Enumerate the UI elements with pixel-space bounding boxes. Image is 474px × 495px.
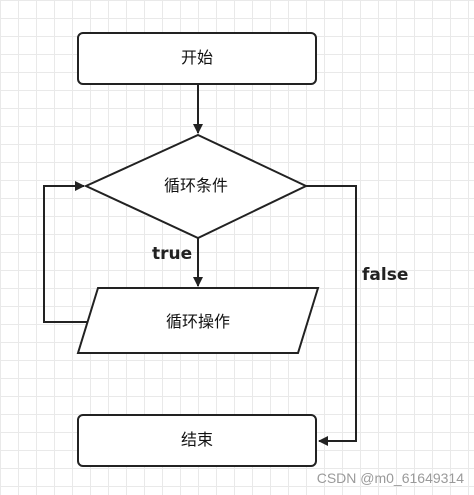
- start-label: 开始: [180, 48, 213, 67]
- end-box: [77, 414, 317, 467]
- condition-label: 循环条件: [163, 176, 228, 195]
- operation-label: 循环操作: [165, 312, 230, 331]
- false-label: false: [362, 265, 409, 285]
- end-label: 结束: [180, 430, 213, 449]
- true-label: true: [152, 244, 193, 264]
- edge-condition-to-end: [306, 185, 357, 446]
- watermark: CSDN @m0_61649314: [316, 470, 464, 486]
- edge-loop-back: [43, 181, 88, 323]
- operation-parallelogram: [76, 287, 320, 354]
